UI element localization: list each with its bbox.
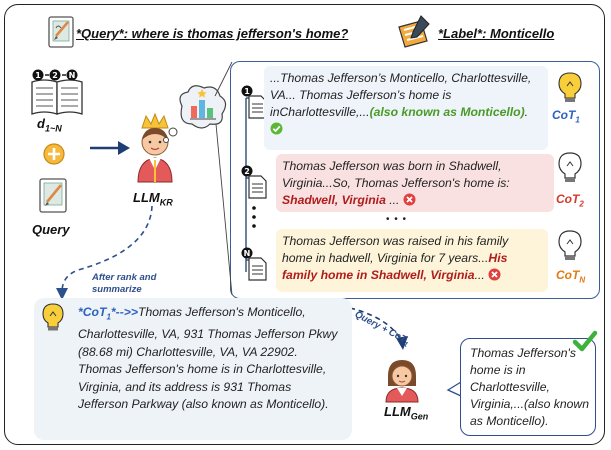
thought-chart-icon bbox=[163, 85, 227, 143]
cot1-text: ...Thomas Jefferson’s Monticello, Charlo… bbox=[270, 71, 532, 119]
arrow-to-llm-kr bbox=[90, 141, 130, 155]
cot1-label: CoT1 bbox=[552, 108, 580, 125]
doc-badge-n: N bbox=[69, 71, 76, 80]
cot2-box: Thomas Jefferson was born in Shadwell, V… bbox=[276, 154, 554, 212]
cot2-text: Thomas Jefferson was born in Shadwell, V… bbox=[282, 159, 510, 190]
cot1-badge: 1 bbox=[244, 87, 250, 96]
figure-frame bbox=[4, 4, 605, 445]
summary-prefix: *CoT1*-->> bbox=[78, 305, 138, 322]
cross-icon bbox=[488, 268, 501, 281]
cross-icon bbox=[403, 193, 416, 206]
cot2-badge: 2 bbox=[244, 167, 250, 176]
docs-label: d1~N bbox=[37, 116, 62, 134]
cotn-badge: N bbox=[244, 249, 251, 258]
llm-gen-label: LLMGen bbox=[384, 404, 429, 422]
doc-badge-2: 2 bbox=[52, 71, 58, 80]
cotn-text: Thomas Jefferson was raised in his famil… bbox=[282, 234, 509, 265]
plus-icon bbox=[43, 143, 65, 165]
cot1-text-end: . bbox=[524, 105, 529, 119]
cot2-highlight: Shadwell, Virginia bbox=[282, 193, 386, 207]
header-label: *Label*: Monticello bbox=[438, 26, 555, 41]
documents-icon: 1 2 N bbox=[31, 69, 83, 115]
doc-badge-1: 1 bbox=[35, 71, 41, 80]
lightbulb-icon-cotn bbox=[558, 230, 582, 260]
query-doc-icon bbox=[39, 178, 67, 213]
cotn-text-end: ... bbox=[474, 268, 485, 282]
summary-lightbulb-icon bbox=[42, 303, 64, 331]
lightbulb-icon-cot1 bbox=[558, 72, 582, 102]
summary-box: *CoT1*-->>Thomas Jefferson's Monticello,… bbox=[34, 298, 352, 440]
doc-icon-2: 2 bbox=[241, 165, 267, 199]
header-query: *Query*: where is thomas jefferson's hom… bbox=[76, 26, 349, 41]
cot1-highlight: (also known as Monticello) bbox=[369, 105, 525, 119]
query-label: Query bbox=[32, 222, 70, 237]
check-icon bbox=[270, 122, 283, 135]
summary-text: Thomas Jefferson's Monticello, Charlotte… bbox=[78, 305, 338, 412]
doc-icon-n: N bbox=[241, 247, 267, 281]
cot-ellipsis: • • • bbox=[386, 214, 408, 225]
after-rank-label: After rank and summarize bbox=[92, 272, 157, 295]
lightbulb-icon-cot2 bbox=[558, 152, 582, 182]
llm-gen-user-icon bbox=[385, 360, 419, 403]
query-note-icon bbox=[48, 16, 74, 48]
llm-kr-king-icon bbox=[137, 112, 173, 183]
cot2-label: CoT2 bbox=[556, 192, 584, 209]
cot1-box: ...Thomas Jefferson’s Monticello, Charlo… bbox=[264, 66, 548, 150]
label-note-icon bbox=[398, 15, 430, 48]
cotn-label: CoTN bbox=[556, 268, 586, 285]
cotn-box: Thomas Jefferson was raised in his famil… bbox=[276, 229, 548, 292]
answer-bubble: Thomas Jefferson's home is in Charlottes… bbox=[460, 338, 596, 436]
llm-kr-label: LLMKR bbox=[133, 190, 173, 208]
cotn-highlight: His family home in Shadwell, Virginia bbox=[282, 251, 508, 282]
cot2-text-end: ... bbox=[385, 193, 400, 207]
big-check-icon bbox=[572, 330, 598, 352]
